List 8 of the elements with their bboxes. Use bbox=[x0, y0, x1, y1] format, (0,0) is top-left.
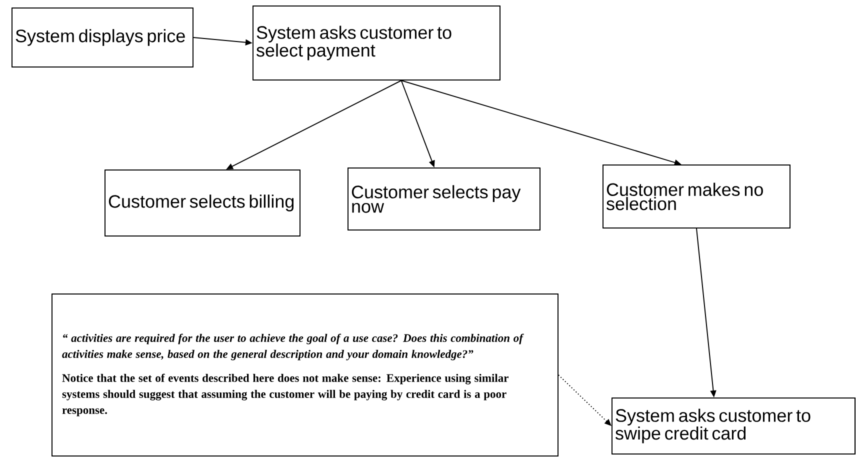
process-box: System asks customer to select payment bbox=[252, 6, 500, 80]
note-box: “ activities are required for the user to achieve the goal of a use case? Does this combination of activities make sense, based on the general description and your domain knowledge?” Notice that the set of events described here does not make sense: Experience using similar systems should suggest that assuming the customer will be paying by credit card is a poor response. bbox=[52, 294, 558, 456]
process-box: Customer selects pay now bbox=[348, 168, 540, 230]
process-box: Customer selects billing bbox=[104, 170, 300, 236]
process-box: Customer makes no selection bbox=[602, 164, 790, 228]
arrow bbox=[558, 374, 612, 426]
process-box: System asks customer to swipe credit card bbox=[612, 398, 856, 454]
process-box: System displays price bbox=[12, 8, 194, 68]
